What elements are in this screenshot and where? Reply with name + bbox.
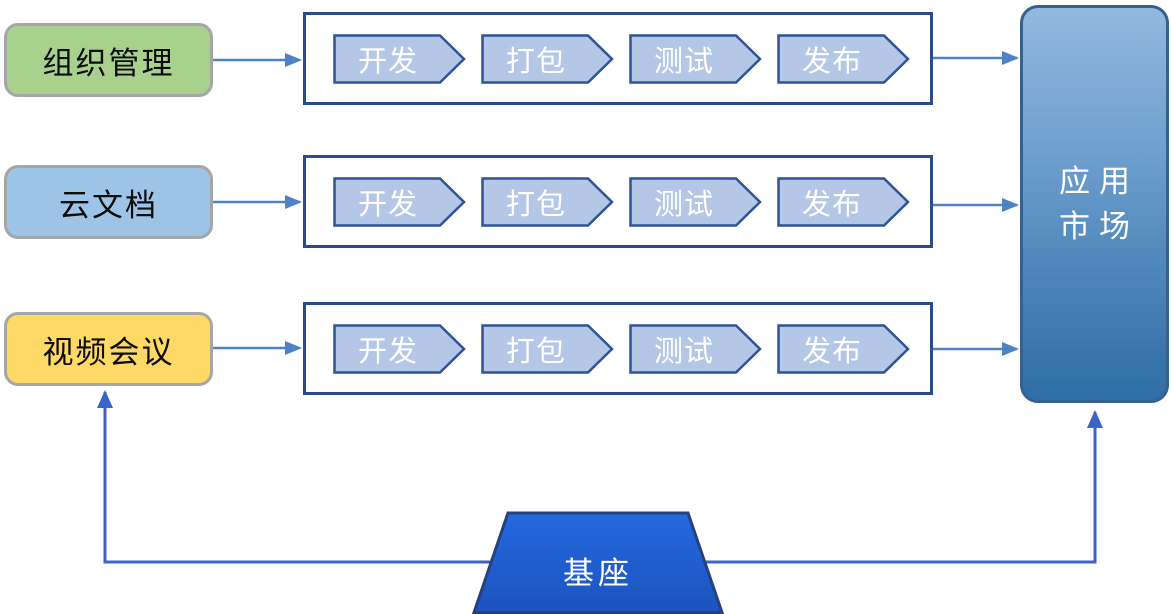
stage-label: 打包: [505, 45, 566, 78]
stage-test: 测试: [629, 33, 762, 84]
stage-label: 发布: [801, 188, 862, 221]
market-label-line1: 应用: [1059, 164, 1139, 199]
stage-label: 打包: [505, 188, 566, 221]
stage-label: 打包: [505, 335, 566, 368]
stage-package: 打包: [481, 323, 614, 374]
stage-label: 发布: [801, 335, 862, 368]
stage-release: 发布: [777, 323, 910, 374]
source-label: 云文档: [59, 187, 158, 223]
market-label-line2: 市场: [1059, 209, 1139, 244]
stage-develop: 开发: [333, 33, 466, 84]
stage-develop: 开发: [333, 176, 466, 227]
stage-arrow-shape: [629, 33, 762, 84]
connector-base-to-market: [598, 410, 1103, 564]
stage-test: 测试: [629, 323, 762, 374]
stage-arrow-shape: [629, 176, 762, 227]
pipeline-row-1: 开发 打包 测试 发布: [303, 12, 933, 105]
stage-arrow-shape: [777, 176, 910, 227]
stage-arrow-shape: [333, 176, 466, 227]
stage-arrow-shape: [777, 33, 910, 84]
stage-label: 测试: [653, 188, 714, 221]
source-box-org-management: 组织管理: [4, 23, 213, 97]
market-box: 应用 市场: [1020, 5, 1169, 403]
connector-base-to-source3: [97, 390, 598, 564]
source-label: 组织管理: [42, 45, 175, 81]
stage-arrow-shape: [481, 33, 614, 84]
stage-develop: 开发: [333, 323, 466, 374]
stage-arrow-shape: [481, 176, 614, 227]
source-label: 视频会议: [42, 334, 175, 370]
stage-package: 打包: [481, 33, 614, 84]
stage-label: 测试: [653, 45, 714, 78]
stage-label: 开发: [357, 45, 418, 78]
stage-label: 发布: [801, 45, 862, 78]
stage-label: 开发: [357, 335, 418, 368]
stage-arrow-shape: [777, 323, 910, 374]
stage-package: 打包: [481, 176, 614, 227]
stage-label: 测试: [653, 335, 714, 368]
source-box-video-meeting: 视频会议: [4, 312, 213, 386]
stage-release: 发布: [777, 176, 910, 227]
pipeline-row-2: 开发 打包 测试 发布: [303, 155, 933, 248]
stage-label: 开发: [357, 188, 418, 221]
stage-arrow-shape: [629, 323, 762, 374]
stage-arrow-shape: [481, 323, 614, 374]
stage-release: 发布: [777, 33, 910, 84]
stage-test: 测试: [629, 176, 762, 227]
base-label: 基座: [563, 555, 633, 591]
stage-arrow-shape: [333, 323, 466, 374]
pipeline-row-3: 开发 打包 测试 发布: [303, 302, 933, 395]
source-box-cloud-docs: 云文档: [4, 165, 213, 239]
stage-arrow-shape: [333, 33, 466, 84]
